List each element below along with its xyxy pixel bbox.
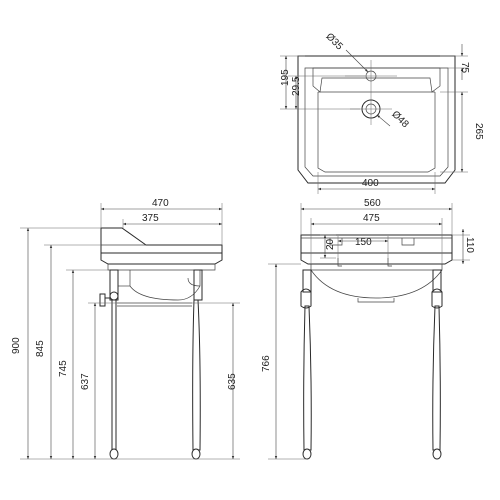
dim-20: 20 [325, 238, 336, 250]
dim-845: 845 [35, 340, 46, 357]
dim-265: 265 [473, 123, 484, 140]
dim-560: 560 [364, 198, 381, 209]
dim-diameter-48: Ø48 [389, 109, 410, 130]
dim-29-5: 29.5 [291, 76, 302, 96]
dim-195: 195 [280, 69, 291, 86]
dim-470: 470 [152, 198, 169, 209]
dim-75: 75 [459, 62, 470, 74]
front-view: 560 475 150 20 110 766 [261, 198, 475, 460]
dim-150: 150 [355, 237, 372, 248]
dim-635: 635 [227, 373, 238, 390]
dim-900: 900 [11, 337, 22, 354]
side-view: 470 375 900 845 745 637 635 [11, 198, 240, 460]
dim-110: 110 [464, 237, 475, 253]
basin-outline-top [297, 55, 456, 184]
dim-400: 400 [362, 178, 379, 189]
dim-637: 637 [80, 373, 91, 390]
basin-front [300, 234, 453, 460]
basin-side [99, 227, 223, 460]
dim-766: 766 [261, 355, 272, 372]
dim-diameter-35: Ø35 [324, 31, 345, 52]
dim-375: 375 [142, 213, 159, 224]
dim-475: 475 [363, 213, 380, 224]
dim-745: 745 [58, 360, 69, 377]
top-view: Ø35 Ø48 75 265 195 29.5 400 [280, 31, 484, 194]
